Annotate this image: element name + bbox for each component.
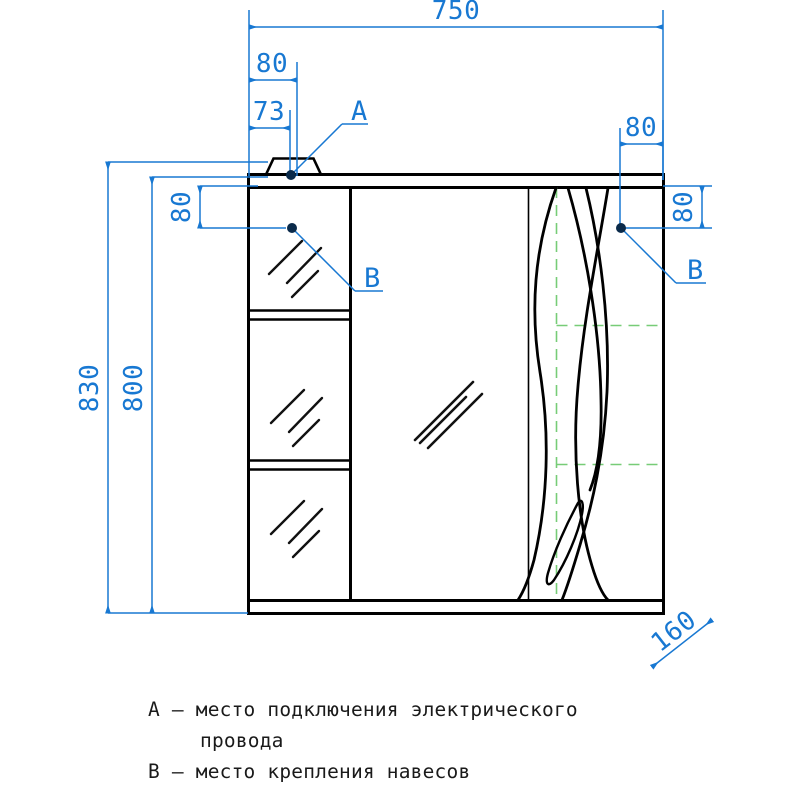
dim-text-750: 750 [432, 0, 480, 26]
dim-text-800: 800 [119, 364, 149, 412]
legend-line-a: A – место подключения электрического [148, 698, 578, 721]
construction-guides [555, 187, 664, 601]
cabinet-outer-frame [247, 173, 665, 615]
point-b-right-hanger [616, 223, 626, 233]
legend-line-b: B – место крепления навесов [148, 760, 471, 783]
leader-b-left [291, 227, 356, 292]
dim-text-80-right-drop: 80 [669, 191, 699, 223]
dimension-text-layer: 750 80 73 80 830 800 80 80 160 A B B [75, 0, 704, 658]
point-a-electrical [286, 170, 296, 180]
dim-text-830: 830 [75, 364, 105, 412]
wave-curve-inner [566, 186, 603, 492]
callout-text-b-right: B [687, 255, 704, 286]
leader-b-right [620, 227, 677, 284]
dim-text-80-left-drop: 80 [167, 191, 197, 223]
dimension-layer [105, 10, 715, 670]
mirror-reflection-marks [267, 239, 484, 559]
mount-points [286, 170, 626, 233]
leader-a [290, 123, 343, 176]
cabinet-body [247, 157, 665, 615]
dim-text-73: 73 [253, 97, 285, 127]
callout-text-a: A [351, 96, 368, 127]
electrical-connection-boss [264, 157, 323, 176]
wave-curve-cross [560, 186, 609, 602]
wave-decoration [516, 186, 610, 602]
wave-curve-cross-2 [574, 186, 610, 602]
wave-leaf-accent [545, 499, 584, 586]
legend-block: A – место подключения электрического про… [148, 694, 748, 787]
callout-text-b-left: B [364, 263, 381, 294]
wave-curve-outer [516, 186, 558, 602]
legend-line-a-continuation: провода [200, 729, 284, 752]
dim-text-80-top: 80 [256, 49, 288, 79]
point-b-left-hanger [287, 223, 297, 233]
dim-160-line [649, 617, 715, 670]
dim-text-80-right-offset: 80 [625, 113, 657, 143]
